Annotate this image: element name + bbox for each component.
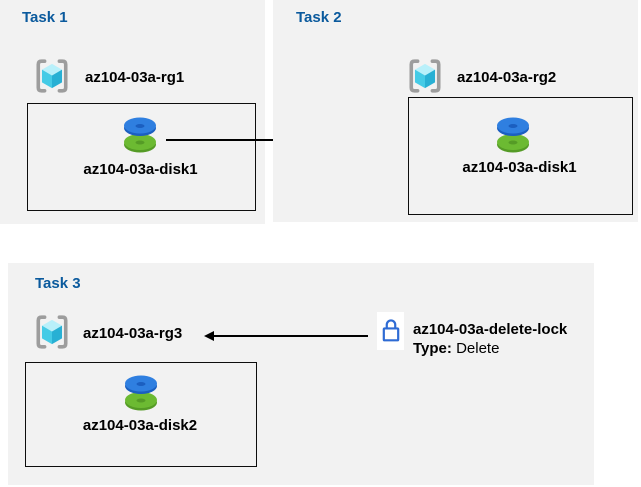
task1-title: Task 1 — [22, 9, 68, 26]
resource-group-icon — [409, 59, 441, 93]
resource-group-icon — [36, 59, 68, 93]
task3-disk-label: az104-03a-disk2 — [82, 417, 198, 434]
delete-lock-name: az104-03a-delete-lock — [413, 321, 568, 338]
managed-disk-icon — [497, 117, 529, 153]
task3-resource-group-label: az104-03a-rg3 — [83, 325, 183, 342]
lock-icon — [382, 319, 399, 342]
task1-disk-label: az104-03a-disk1 — [83, 161, 198, 178]
task1-resource-group-label: az104-03a-rg1 — [85, 69, 185, 86]
task3-title: Task 3 — [35, 275, 81, 292]
delete-lock-chip — [377, 312, 404, 350]
task2-disk-label: az104-03a-disk1 — [462, 159, 577, 176]
task2-resource-box — [408, 97, 633, 215]
lock-arrowhead-icon — [204, 330, 214, 341]
resource-group-icon — [36, 315, 68, 349]
delete-lock-type-value: Delete — [451, 340, 500, 357]
task3-resource-box — [25, 362, 257, 467]
delete-lock-type-label: Type: — [413, 340, 452, 357]
task1-panel — [0, 0, 265, 224]
delete-lock-type: Type: Delete — [413, 340, 499, 357]
lock-arrow-line — [212, 335, 368, 337]
managed-disk-icon — [125, 375, 157, 411]
task2-resource-group-label: az104-03a-rg2 — [457, 69, 557, 86]
managed-disk-icon — [124, 117, 156, 153]
task1-resource-box — [27, 103, 256, 211]
task2-title: Task 2 — [296, 9, 342, 26]
task2-panel — [273, 0, 638, 222]
task3-panel — [8, 263, 594, 485]
